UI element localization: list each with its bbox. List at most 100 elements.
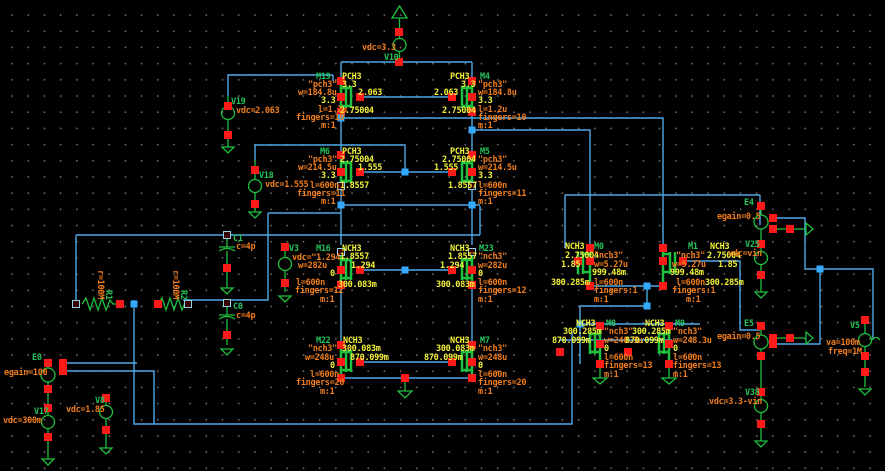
wire-junction — [337, 114, 345, 122]
pin — [659, 244, 667, 252]
m1-vgate: 1.85 — [718, 260, 738, 270]
m5-name[interactable]: M5 — [480, 147, 490, 157]
m1-m: m:1 — [686, 295, 701, 305]
m9-fingers: fingers=13 — [673, 361, 722, 371]
pin — [44, 433, 52, 441]
pin — [337, 374, 345, 382]
wire-m4-drain-node[interactable] — [471, 112, 591, 248]
v38-name[interactable]: V38 — [745, 388, 760, 398]
v3-symbol — [277, 256, 293, 272]
c0-name[interactable]: C0 — [233, 302, 243, 312]
m7-l: l=600n — [478, 370, 507, 380]
m1-name[interactable]: M1 — [688, 242, 698, 252]
m1-bulk: 999.48m — [670, 268, 704, 278]
m19-model: "pch3" — [308, 80, 337, 90]
m9-body — [657, 326, 671, 364]
m4-vgate: 2.063 — [434, 88, 459, 98]
m16-body — [339, 252, 353, 285]
m16-vtop: 1.8557 — [340, 252, 369, 262]
wire-junction — [337, 201, 345, 209]
v17-name[interactable]: V17 — [34, 407, 49, 417]
pin — [448, 93, 456, 101]
m19-vgate: 2.063 — [358, 88, 383, 98]
v8-name[interactable]: V8 — [95, 396, 105, 406]
v18-name[interactable]: V18 — [259, 171, 274, 181]
wire-v18-bias[interactable] — [254, 144, 406, 172]
pin — [769, 334, 777, 342]
r2-name[interactable]: R2 — [178, 290, 188, 300]
m23-w: w=282u — [478, 261, 507, 271]
m4-w: w=184.8u — [478, 88, 517, 98]
pin — [586, 244, 594, 252]
m23-name[interactable]: M23 — [479, 244, 494, 254]
wire-v19-bias[interactable] — [227, 74, 334, 96]
v25-name[interactable]: V25 — [745, 240, 760, 250]
m9-bulk: 0 — [673, 344, 678, 354]
v3-name[interactable]: V3 — [289, 244, 299, 254]
m0-bulk: 999.48m — [592, 268, 626, 278]
pin — [468, 168, 476, 176]
pin — [337, 108, 345, 116]
m5-vbot: 1.8557 — [448, 181, 477, 191]
terminal — [337, 248, 345, 256]
m7-name[interactable]: M7 — [480, 336, 490, 346]
wire-e5-vin[interactable] — [773, 269, 821, 345]
m22-bulk: 0 — [330, 361, 335, 371]
m5-type: PCH3 — [450, 147, 470, 157]
m1-type: NCH3 — [710, 242, 730, 252]
m9-vtop: 300.285m — [632, 327, 671, 337]
m8-name[interactable]: M8 — [606, 319, 616, 329]
m9-l: l=600n — [673, 353, 702, 363]
wire-node-mid[interactable] — [268, 204, 480, 214]
r2-param: r=100M — [170, 270, 180, 299]
wire-junction — [816, 265, 824, 273]
m16-fingers: fingers=12 — [295, 286, 344, 296]
m8-type: NCH3 — [576, 319, 596, 329]
pin — [468, 374, 476, 382]
pin — [395, 28, 403, 36]
wire-e0-outputs[interactable] — [63, 362, 155, 424]
wire-cmfb-left[interactable] — [75, 206, 481, 300]
wire-r-mid-down[interactable] — [133, 300, 573, 425]
pin — [223, 331, 231, 339]
pin — [861, 316, 869, 324]
pin — [757, 322, 765, 330]
wire-junction — [468, 126, 476, 134]
r1-name[interactable]: R1 — [103, 290, 113, 300]
m6-name[interactable]: M6 — [320, 147, 330, 157]
m4-body — [460, 81, 474, 112]
pin — [224, 131, 232, 139]
m22-name[interactable]: M22 — [316, 336, 331, 346]
m4-name[interactable]: M4 — [480, 72, 490, 82]
wire-c0-loop[interactable] — [183, 213, 269, 301]
m0-w: w=5.27u — [594, 260, 628, 270]
pin — [861, 352, 869, 360]
terminal — [72, 300, 80, 308]
e5-name[interactable]: E5 — [744, 319, 754, 329]
m7-vtop: 300.083m — [436, 344, 475, 354]
e0-name[interactable]: E0 — [32, 353, 42, 363]
m19-name[interactable]: M19 — [316, 72, 331, 82]
pin — [281, 243, 289, 251]
v25-param: vdc=vin — [728, 249, 762, 259]
pin — [757, 271, 765, 279]
m16-vgate: 1.294 — [351, 261, 376, 271]
pin — [468, 281, 476, 289]
pin — [659, 257, 667, 265]
m6-fingers: fingers=11 — [297, 189, 346, 199]
e4-name[interactable]: E4 — [744, 198, 754, 208]
m5-m: m:1 — [478, 197, 493, 207]
junctions — [72, 114, 824, 328]
v19-name[interactable]: V19 — [231, 97, 246, 107]
m9-name[interactable]: M9 — [675, 319, 685, 329]
m4-model: "pch3" — [478, 80, 507, 90]
pin — [356, 358, 364, 366]
m0-name[interactable]: M0 — [594, 242, 604, 252]
v5-name[interactable]: V5 — [850, 321, 860, 331]
pin — [154, 300, 162, 308]
m16-name[interactable]: M16 — [316, 244, 331, 254]
wire-m1-gate[interactable] — [683, 260, 760, 331]
c1-name[interactable]: C1 — [233, 234, 243, 244]
m23-bulk: 0 — [478, 269, 483, 279]
pin — [659, 282, 667, 290]
